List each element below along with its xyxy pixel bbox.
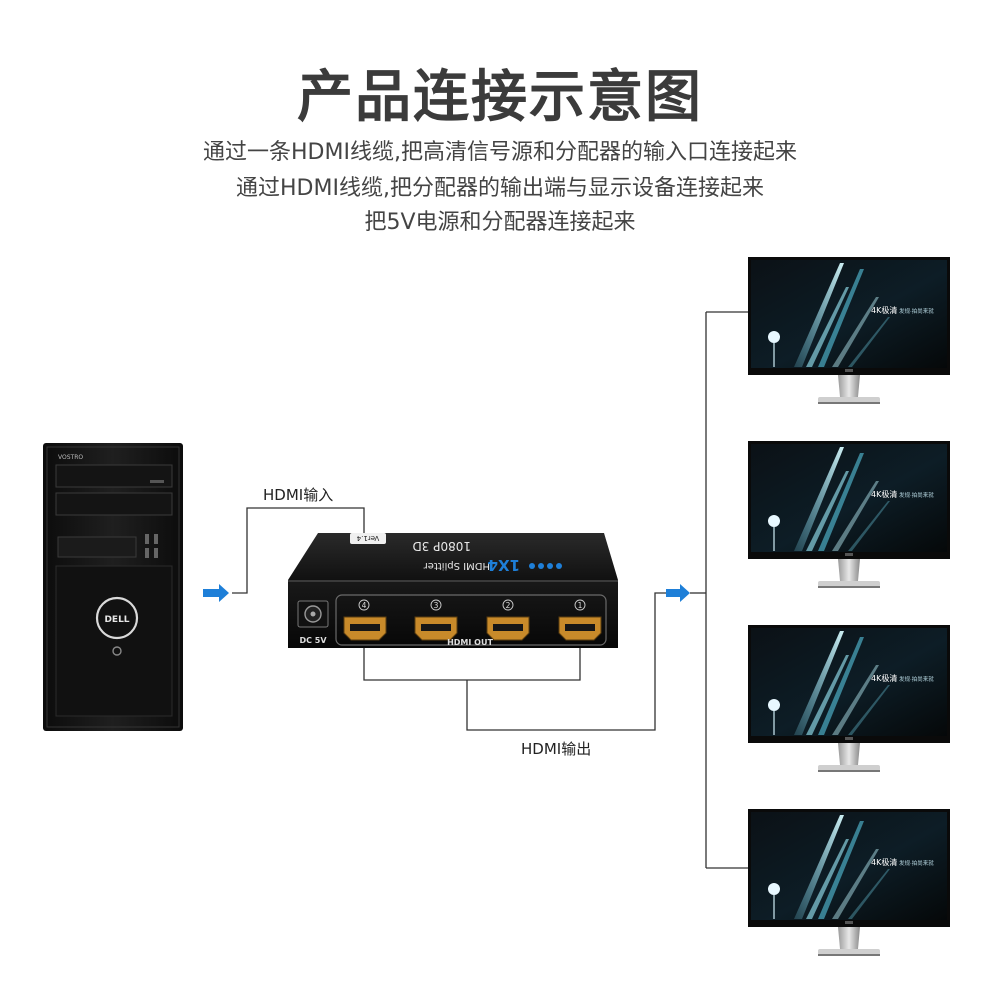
ports-label: HDMI OUT bbox=[447, 638, 493, 647]
monitor-2 bbox=[747, 440, 951, 589]
monitor-4 bbox=[747, 808, 951, 957]
output-cable-bundle bbox=[363, 640, 581, 681]
splitter-model: 1X4 bbox=[488, 556, 520, 574]
desktop-pc bbox=[43, 443, 183, 731]
page-title: 产品连接示意图 bbox=[297, 65, 703, 130]
monitor-4-brand: 4K极清 bbox=[871, 857, 897, 867]
hdmi-splitter bbox=[288, 533, 618, 648]
signal-wires bbox=[232, 311, 748, 869]
power-button-icon bbox=[112, 646, 122, 656]
power-label: DC 5V bbox=[299, 636, 327, 645]
monitor-1-brand: 4K极清 bbox=[871, 305, 897, 315]
hdmi-input-label: HDMI输入 bbox=[263, 486, 334, 504]
monitor-3-brand: 4K极清 bbox=[871, 673, 897, 683]
input-arrow bbox=[203, 584, 229, 602]
monitor-3 bbox=[747, 624, 951, 773]
hdmi-output-label: HDMI输出 bbox=[521, 740, 592, 758]
pc-logo-text: DELL bbox=[104, 615, 129, 625]
description-line-2: 通过HDMI线缆,把分配器的输出端与显示设备连接起来 bbox=[236, 176, 764, 201]
port-number-2: 2 bbox=[506, 601, 511, 610]
description-line-3: 把5V电源和分配器连接起来 bbox=[364, 210, 636, 235]
output-cable bbox=[466, 592, 672, 731]
splitter-top-print: HDMI Splitter 1X4 1080P 3D bbox=[413, 539, 520, 574]
hdmi-port-4[interactable] bbox=[343, 616, 387, 641]
splitter-resolution: 1080P 3D bbox=[413, 539, 471, 553]
version-tag: Ver1.4 bbox=[350, 533, 386, 544]
monitor-2-brand: 4K极清 bbox=[871, 489, 897, 499]
input-cable bbox=[232, 507, 365, 594]
port-number-4: 4 bbox=[362, 601, 367, 610]
description-line-1: 通过一条HDMI线缆,把高清信号源和分配器的输入口连接起来 bbox=[203, 140, 797, 165]
monitor-2-slogan: 发规·拍尚来就 bbox=[899, 491, 934, 499]
dell-logo-icon bbox=[95, 596, 139, 640]
splitter-name: HDMI Splitter bbox=[423, 560, 490, 571]
port-number-1: 1 bbox=[578, 601, 583, 610]
hdmi-port-3[interactable] bbox=[414, 616, 458, 641]
hdmi-port-1[interactable] bbox=[558, 616, 602, 641]
port-number-3: 3 bbox=[434, 601, 439, 610]
monitor-3-slogan: 发规·拍尚来就 bbox=[899, 675, 934, 683]
pc-model-label: VOSTRO bbox=[58, 454, 83, 461]
monitor-1-slogan: 发规·拍尚来就 bbox=[899, 307, 934, 315]
monitor-1 bbox=[747, 256, 951, 405]
monitor-4-slogan: 发规·拍尚来就 bbox=[899, 859, 934, 867]
hdmi-port-2[interactable] bbox=[486, 616, 530, 641]
output-arrow bbox=[666, 584, 690, 602]
splitter-version: Ver1.4 bbox=[356, 534, 379, 542]
